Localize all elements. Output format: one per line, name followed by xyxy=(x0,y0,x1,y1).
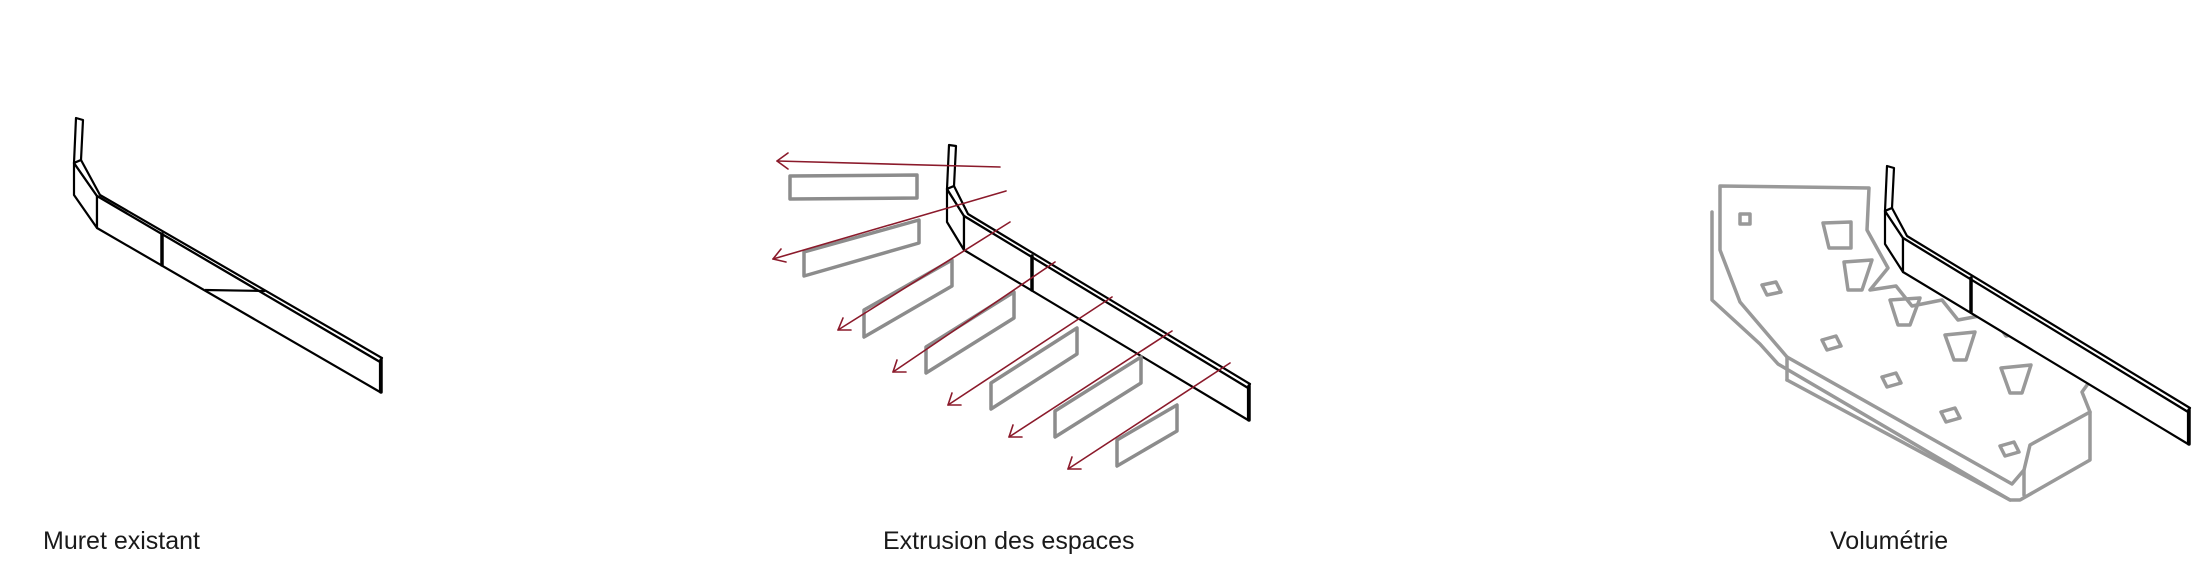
extrusion-arrow-2 xyxy=(772,190,1007,263)
volume-opening xyxy=(1820,334,1843,352)
extrusion-arrow-4 xyxy=(892,261,1056,373)
volume-block xyxy=(1821,220,1853,250)
extrusion-wall-drawing xyxy=(945,143,1252,422)
extrusion-arrow-6 xyxy=(1008,330,1173,438)
caption-existing-wall: Muret existant xyxy=(43,527,201,555)
extrusion-arrow-7 xyxy=(1067,362,1231,470)
panel-space-extrusion xyxy=(772,143,1252,470)
extrusion-arrow-3 xyxy=(837,221,1011,331)
volume-opening xyxy=(1998,440,2021,458)
extruded-slab-3 xyxy=(862,258,954,339)
caption-space-extrusion: Extrusion des espaces xyxy=(883,527,1135,555)
volume-block xyxy=(1943,330,1977,362)
wall-end-post xyxy=(72,116,85,165)
panel-volumetry xyxy=(1710,164,2192,502)
volumetry-wall-drawing xyxy=(1883,164,2192,446)
volume-opening xyxy=(1738,212,1752,226)
wall-top-face xyxy=(945,184,1252,390)
wall-end-post xyxy=(945,143,958,191)
extrusion-arrow-5 xyxy=(947,296,1113,406)
extruded-slab-1 xyxy=(788,173,919,201)
volume-block xyxy=(1999,363,2033,395)
volume-plinth-edge xyxy=(1785,378,2012,502)
extruded-slab-2 xyxy=(802,218,921,278)
extrusion-arrows xyxy=(772,152,1231,470)
wall-end-post xyxy=(1883,164,1896,213)
wall-lower-seam xyxy=(204,288,266,293)
extruded-slab-4 xyxy=(924,290,1016,375)
wall-front-face xyxy=(95,194,382,394)
panel-existing-wall xyxy=(72,116,384,394)
extrusion-arrow-1 xyxy=(776,152,1001,170)
extruded-slab-5 xyxy=(989,326,1079,411)
volume-block xyxy=(1842,258,1874,292)
volume-opening xyxy=(1880,371,1903,389)
volume-opening xyxy=(1760,280,1783,297)
caption-volumetry: Volumétrie xyxy=(1830,527,1949,555)
extruded-slab-7 xyxy=(1115,403,1179,468)
extruded-slab-6 xyxy=(1053,355,1143,439)
existing-wall-drawing xyxy=(72,116,384,394)
wall-top-face xyxy=(72,158,384,364)
volume-plinth-outline xyxy=(1710,210,2092,502)
wall-top-face xyxy=(1883,206,2192,414)
volume-block xyxy=(1888,296,1922,327)
volume-opening xyxy=(1939,406,1962,424)
